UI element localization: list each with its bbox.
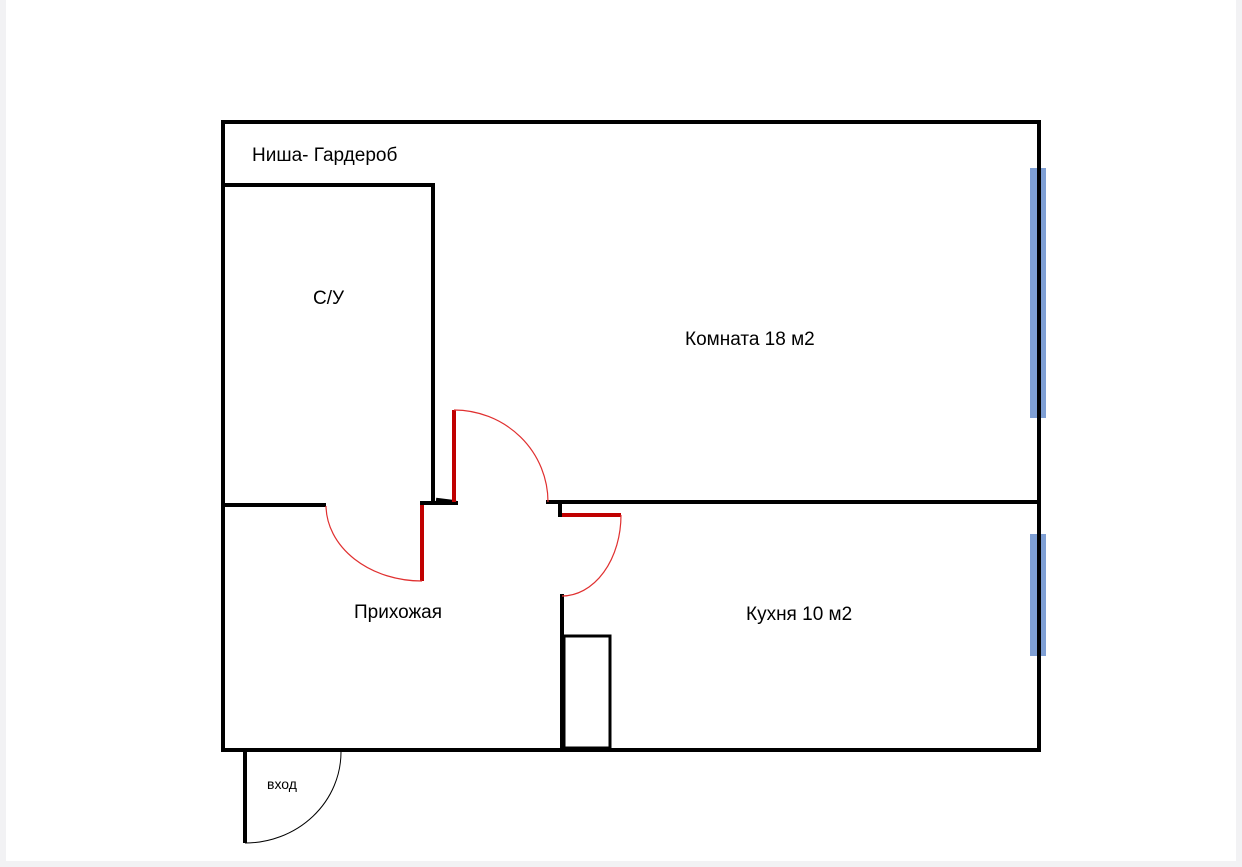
entrance-door-swing — [244, 751, 342, 844]
entrance-door — [243, 750, 342, 844]
door-leaves — [420, 410, 621, 581]
closet-niche-label: Ниша- Гардероб — [252, 145, 397, 166]
page-sheet — [6, 0, 1236, 861]
entrance-label: вход — [267, 776, 297, 792]
door-swings — [325, 409, 622, 597]
kitchen-label: Кухня 10 м2 — [746, 604, 852, 625]
bathroom-door-swing — [325, 505, 423, 582]
room-label: Комната 18 м2 — [685, 329, 815, 350]
hallway-label: Прихожая — [354, 602, 442, 623]
kitchen-cabinet — [562, 634, 612, 750]
outer-walls — [221, 120, 1041, 752]
interior-walls — [221, 183, 1041, 752]
bathroom-label: С/У — [313, 288, 345, 309]
kitchen-door-swing — [561, 514, 622, 597]
room-door-swing — [453, 409, 549, 503]
